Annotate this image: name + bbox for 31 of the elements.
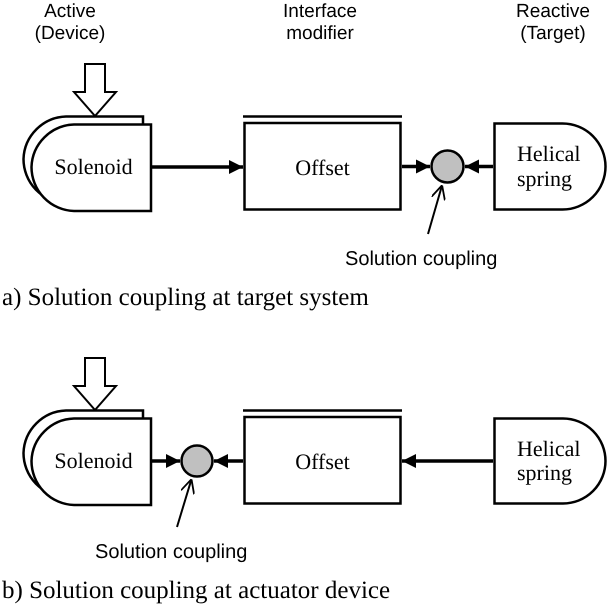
process-box bbox=[243, 409, 402, 505]
arrow bbox=[402, 160, 430, 174]
junction-circle bbox=[180, 444, 214, 478]
figure-caption: a) Solution coupling at target system bbox=[2, 284, 369, 312]
process-box bbox=[243, 115, 402, 211]
node-label: Solenoid bbox=[54, 448, 133, 474]
node-label: Offset bbox=[295, 156, 350, 180]
node-label: Helical spring bbox=[517, 436, 582, 486]
arrow bbox=[214, 454, 243, 468]
target-shape bbox=[493, 417, 607, 505]
arrow bbox=[402, 454, 493, 468]
column-heading: Reactive (Target) bbox=[515, 1, 591, 45]
node-label: Solenoid bbox=[54, 154, 133, 180]
actuator-shape bbox=[22, 115, 151, 211]
column-heading: Interface modifier bbox=[282, 1, 358, 45]
leader-arrow bbox=[427, 184, 446, 234]
junction-circle bbox=[430, 149, 465, 184]
figure-caption: b) Solution coupling at actuator device bbox=[2, 577, 390, 605]
input-arrow bbox=[72, 357, 118, 412]
target-shape bbox=[493, 122, 607, 211]
arrow bbox=[151, 160, 243, 174]
leader-arrow bbox=[176, 478, 196, 528]
actuator-shape bbox=[22, 409, 151, 505]
node-label: Offset bbox=[295, 450, 350, 474]
input-arrow bbox=[72, 63, 118, 118]
arrow bbox=[465, 160, 493, 174]
arrow bbox=[151, 454, 180, 468]
callout-text: Solution coupling bbox=[95, 541, 300, 567]
callout-text: Solution coupling bbox=[345, 248, 550, 274]
node-label: Helical spring bbox=[517, 142, 582, 191]
column-heading: Active (Device) bbox=[34, 1, 106, 45]
